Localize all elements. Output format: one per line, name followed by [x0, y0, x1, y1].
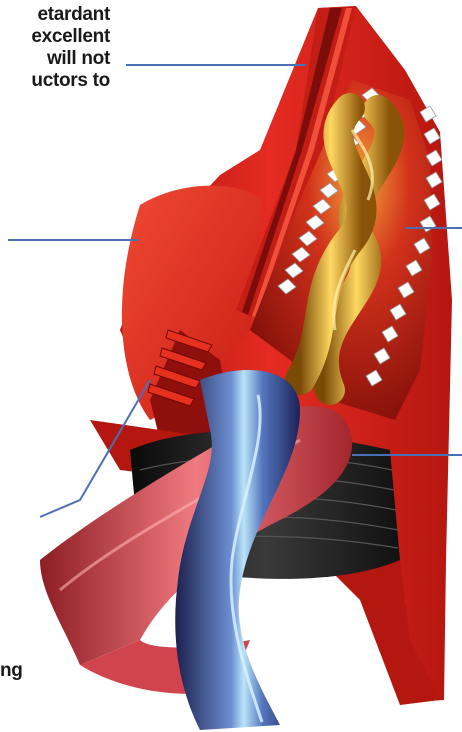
- connector-cutaway-diagram: [0, 0, 462, 732]
